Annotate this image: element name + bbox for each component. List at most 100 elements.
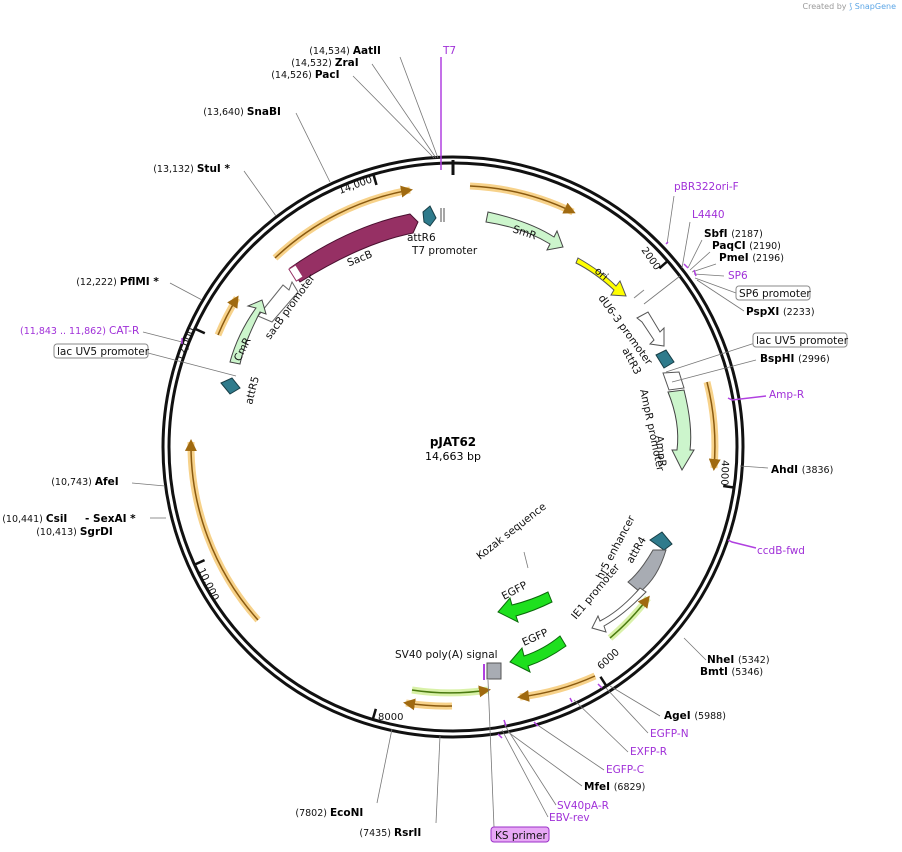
feature-attr5[interactable] [220,377,241,395]
leader-sp6 [693,273,725,277]
feature-cmr[interactable] [229,299,267,365]
primer-sp6-mark [693,269,697,277]
primer-egfpc-mark [533,721,539,727]
tick-label-4000: 4000 [718,460,730,486]
site-label-mfei[interactable]: MfeI (6829) [584,781,645,793]
primer-ccdb-mark [727,539,757,549]
label-egfp-2: EGFP [520,627,550,649]
box-lacuv5-right[interactable] [752,332,848,348]
text-sp6-promoter: SP6 promoter [739,288,811,300]
leader-stui [243,170,277,217]
feature-ori[interactable] [575,257,627,297]
feature-egfp-2[interactable] [509,635,567,673]
site-label-sexai[interactable]: - SexAI * [85,513,136,525]
orf-arc-left-top-line [274,185,413,259]
leader-rsrii [435,735,441,824]
leader-mfei [507,731,583,787]
orf-arc-bottom-line [403,698,453,711]
site-label-sgrdi[interactable]: (10,413) SgrDI [36,526,113,538]
leader-aatii [399,56,439,159]
primer-label-sv40par[interactable]: SV40pA-R [557,800,609,812]
label-t7-promoter: T7 promoter [411,245,478,257]
site-label-afei[interactable]: (10,743) AfeI [51,476,118,488]
site-label-stui[interactable]: (13,132) StuI * [153,163,230,175]
site-label-rsrii[interactable]: (7435) RsrII [359,827,421,839]
leader-snabi [295,112,331,183]
feature-attr3[interactable] [655,349,675,369]
site-label-sbfi[interactable]: SbfI (2187) [704,228,763,240]
feature-egfp-1[interactable] [497,591,553,623]
site-label-econi[interactable]: (7802) EcoNI [295,807,363,819]
feature-ampr[interactable] [667,389,695,472]
tick-mark-6000 [599,676,607,686]
site-label-bmti[interactable]: BmtI (5346) [700,666,763,678]
label-attr4: attR4 [624,534,649,565]
leader-sbfi [687,239,703,269]
primer-label-l4440[interactable]: L4440 [692,209,725,221]
feature-sv40-polya[interactable] [486,662,502,680]
orf-arc-bottom-right-line [517,675,596,702]
feature-sacb[interactable] [289,213,419,283]
site-label-agei[interactable]: AgeI (5988) [664,710,726,722]
primer-marks [181,57,767,739]
site-label-nhei[interactable]: NheI (5342) [707,654,770,666]
leader-afei [131,482,166,487]
leader-du6 [643,275,681,305]
box-ks-primer[interactable] [490,826,550,843]
boxed-labels: SP6 promoter lac UV5 promoter lac UV5 pr… [53,285,849,843]
primer-label-ccdb[interactable]: ccdB-fwd [757,545,805,557]
feature-smr[interactable] [485,211,564,251]
primer-label-egfpn[interactable]: EGFP-N [650,728,689,740]
leader-catr [142,331,183,343]
primer-label-sp6[interactable]: SP6 [728,270,748,282]
site-label-pmei[interactable]: PmeI (2196) [719,252,784,264]
leader-kozak [523,551,529,569]
primer-sv40par-mark [503,719,507,727]
primer-label-catr[interactable]: (11,843 .. 11,862) CAT-R [20,325,139,337]
primer-label-ampr[interactable]: Amp-R [769,389,804,401]
site-label-snabi[interactable]: (13,640) SnaBI [203,106,281,118]
primer-egfpn-mark [597,683,603,689]
text-lacuv5-left: lac UV5 promoter [57,346,150,358]
feature-attr4[interactable] [649,531,673,551]
site-label-pspxi[interactable]: PspXI (2233) [746,306,815,318]
site-label-paqci[interactable]: PaqCI (2190) [712,240,781,252]
site-label-csii[interactable]: (10,441) CsiI [2,513,67,525]
label-ampr: AmpR [653,435,668,467]
label-attr5: attR5 [243,375,262,406]
leader-nhei [683,637,707,661]
feature-attr6[interactable] [422,205,437,227]
primer-exfpr-mark [569,697,573,703]
feature-sacb-promoter[interactable] [257,280,299,323]
orf-arc-top-line [469,185,576,214]
text-lacuv5-right: lac UV5 promoter [756,335,849,347]
orf-arc-bottom-right [519,672,597,701]
snapgene-logo: ⟆ [849,2,853,11]
feature-ori-marks [633,289,645,299]
primer-label-exfpr[interactable]: EXFP-R [630,746,667,758]
site-label-bsphi[interactable]: BspHI (2996) [760,353,830,365]
leader-lacuv5-right [665,342,756,373]
tick-label-12000: 12,000 [175,326,197,363]
orf-arcs [184,182,721,711]
label-egfp-1: EGFP [500,579,530,602]
plasmid-name: pJAT62 [430,435,476,449]
box-sp6-promoter[interactable] [735,285,811,301]
feature-ie1-promoter[interactable] [591,587,647,633]
site-label-zrai[interactable]: (14,532) ZraI [291,57,358,69]
feature-ampr-promoter[interactable] [662,371,685,391]
primer-label-pbr322[interactable]: pBR322ori-F [674,181,739,193]
box-lacuv5-left[interactable] [53,343,149,359]
site-label-paci[interactable]: (14,526) PacI [271,69,339,81]
primer-label-egfpc[interactable]: EGFP-C [606,764,644,776]
site-label-aatii[interactable]: (14,534) AatII [309,45,381,57]
primer-label-t7[interactable]: T7 [442,45,456,57]
leader-pflmi [169,282,203,301]
feature-du6-promoter[interactable] [636,311,665,347]
site-label-pflmi[interactable]: (12,222) PflMI * [76,276,159,288]
primer-label-ebvrev[interactable]: EBV-rev [549,812,590,824]
site-label-ahdi[interactable]: AhdI (3836) [771,464,833,476]
plasmid-length: 14,663 bp [425,450,481,463]
label-cmr: CmR [232,336,254,364]
primer-ebvrev-mark [497,733,503,739]
